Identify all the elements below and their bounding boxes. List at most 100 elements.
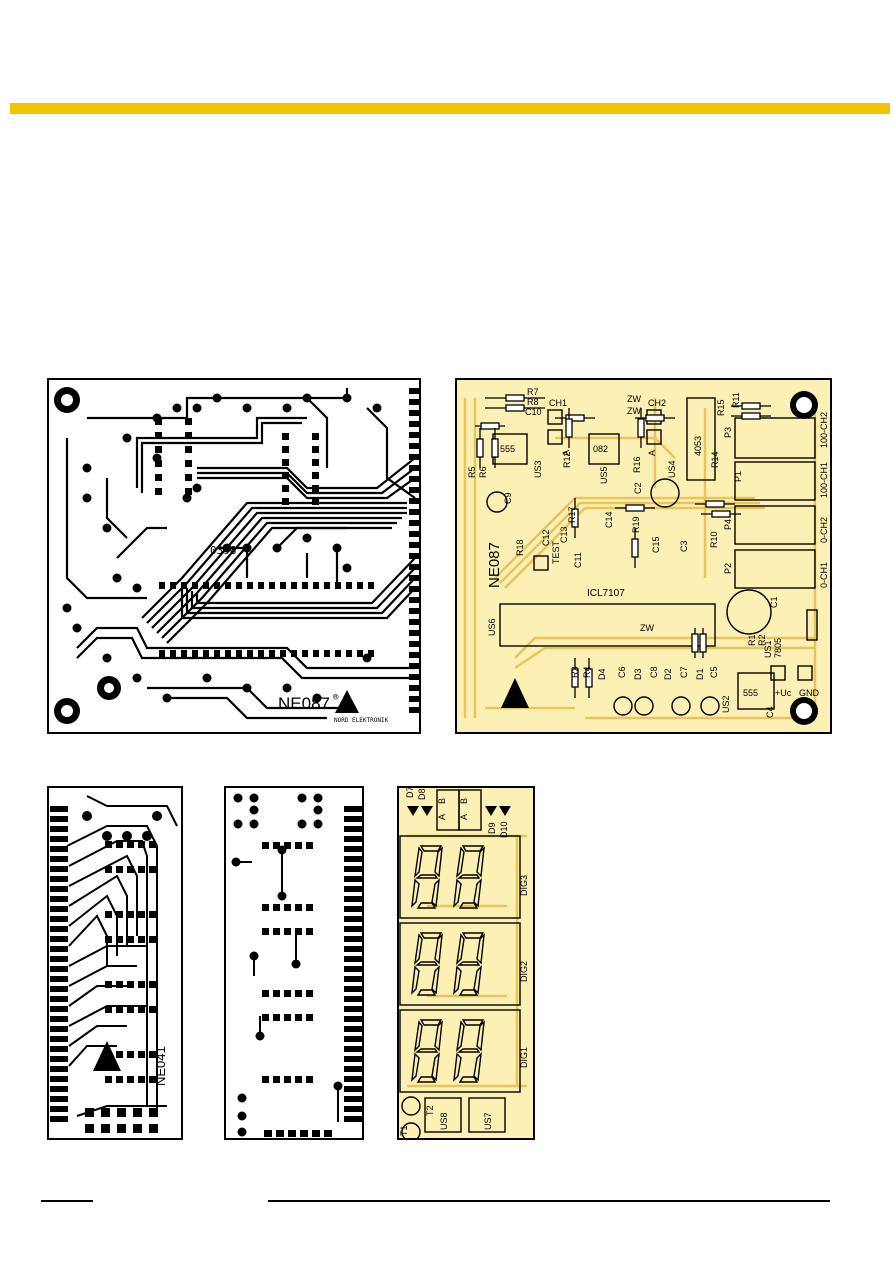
component-label: C13 — [559, 526, 569, 543]
component-label: R5 — [467, 466, 477, 478]
ic-label-us6-type: ICL7107 — [587, 588, 625, 599]
component-label: C2 — [633, 482, 643, 494]
nord-elektronik-logo-icon — [93, 1041, 121, 1071]
ic-label-us5-type: 082 — [593, 444, 608, 454]
component-label: C14 — [604, 511, 614, 528]
component-label: R1 — [747, 634, 757, 646]
registered-mark: ® — [333, 693, 339, 703]
label-us7: US7 — [483, 1112, 493, 1130]
footer-rule-right — [268, 1200, 830, 1202]
footer-rule-left — [41, 1200, 93, 1202]
component-label: 100-CH1 — [819, 462, 829, 498]
component-label: TEST — [551, 540, 561, 564]
digit-box-dig3 — [399, 835, 521, 919]
component-label: C15 — [651, 536, 661, 553]
component-label: 0-CH1 — [819, 562, 829, 588]
label-d9: D9 — [487, 822, 497, 834]
component-label: US2 — [721, 695, 731, 713]
component-label: P2 — [723, 563, 733, 574]
component-label: R19 — [631, 516, 641, 533]
ic-label-us2-type: 555 — [743, 688, 758, 698]
chip-marking: 0398 — [210, 544, 237, 557]
component-label: D3 — [633, 668, 643, 680]
label-b: B — [459, 798, 469, 804]
component-label: A — [647, 450, 657, 456]
component-label: US1 — [763, 640, 773, 658]
component-label: C6 — [617, 666, 627, 678]
component-label: 7805 — [773, 638, 783, 658]
component-label: US5 — [599, 466, 609, 484]
component-label: C12 — [541, 529, 551, 546]
component-label: C8 — [649, 666, 659, 678]
component-label: 4053 — [693, 436, 703, 456]
component-label: R11 — [731, 392, 741, 408]
display-board-copper-back-layout — [224, 786, 364, 1140]
ic-us6 — [499, 603, 716, 647]
component-label: C7 — [679, 666, 689, 678]
component-label: R16 — [632, 456, 642, 473]
component-label: C11 — [573, 552, 583, 568]
ic-ref-us6: US6 — [487, 618, 497, 636]
label-dig3: DIG3 — [519, 875, 529, 896]
component-label: R12 — [562, 451, 572, 468]
display-board-copper-layout: NE041 — [47, 786, 183, 1140]
ic-label-us3-type: 555 — [500, 444, 515, 454]
label-b: B — [437, 798, 447, 804]
component-label: C4 — [765, 706, 775, 718]
component-label: US4 — [667, 460, 677, 478]
ic-us4 — [686, 397, 716, 481]
component-label: D2 — [663, 668, 673, 680]
diode-d8-icon — [421, 806, 433, 816]
label-dig2: DIG2 — [519, 961, 529, 982]
diode-d10-icon — [499, 806, 511, 816]
diode-d7-icon — [407, 806, 419, 816]
label-t1: T1 — [399, 1125, 409, 1136]
label-d7: D7 — [405, 786, 415, 798]
label-us8: US8 — [439, 1112, 449, 1130]
component-label: C9 — [503, 492, 513, 504]
label-power-uc: +Uc — [775, 688, 792, 698]
display-board-silkscreen-layout: D7 D8 D9 D10 A B A B DIG3 DIG2 DIG1 T1 T… — [397, 786, 535, 1140]
component-label: C3 — [679, 540, 689, 552]
digit-box-dig1 — [399, 1009, 521, 1093]
component-label: P4 — [723, 519, 733, 530]
component-label: R6 — [478, 466, 488, 478]
component-label: R14 — [710, 451, 720, 468]
component-label: 0-CH2 — [819, 517, 829, 543]
label-zw: ZW — [640, 623, 654, 633]
main-board-silkscreen-layout: R7 R8 C10 555 082 ICL7107 555 ZW ZW ZW +… — [455, 378, 832, 734]
component-label: P1 — [733, 471, 743, 482]
label-zw: ZW — [627, 406, 641, 416]
label-ch1: CH1 — [549, 398, 567, 408]
label-zw: ZW — [627, 394, 641, 404]
label-t2: T2 — [425, 1105, 435, 1116]
label-d8: D8 — [417, 788, 427, 800]
main-board-copper-layout: 0398 NE087 ® NORD ELEKTRONIK — [47, 378, 421, 734]
component-label: R17 — [567, 506, 577, 523]
component-label: D4 — [597, 668, 607, 680]
diode-d9-icon — [485, 806, 497, 816]
logo-text: NORD ELEKTRONIK — [334, 717, 389, 724]
label-d10: D10 — [499, 821, 509, 838]
label-r7: R7 — [527, 387, 539, 397]
board-label: NE087 — [278, 694, 330, 713]
nord-elektronik-logo-icon — [501, 678, 529, 708]
label-power-gnd: GND — [799, 688, 820, 698]
label-r8: R8 — [527, 397, 539, 407]
component-label: R2 — [757, 634, 767, 646]
component-label: P3 — [723, 427, 733, 438]
component-label: US3 — [533, 460, 543, 478]
label-ch2: CH2 — [648, 398, 666, 408]
digit-box-dig2 — [399, 922, 521, 1006]
label-c10: C10 — [525, 407, 542, 417]
component-label: D1 — [695, 668, 705, 680]
label-a: A — [459, 814, 469, 820]
component-label: 100-CH2 — [819, 412, 829, 448]
ic-us2 — [737, 672, 775, 710]
ic-us5 — [588, 433, 620, 465]
component-label: C5 — [709, 666, 719, 678]
component-label: R15 — [716, 399, 726, 416]
header-accent-bar — [10, 103, 890, 114]
component-label: A — [561, 450, 571, 456]
component-label: R18 — [515, 539, 525, 556]
